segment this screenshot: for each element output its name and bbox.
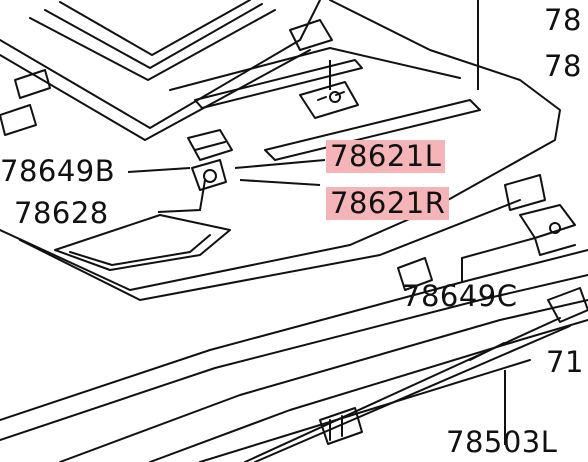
drain-fitting bbox=[547, 287, 588, 323]
label-78628: 78628 bbox=[14, 196, 109, 230]
sunroof-frame-rail-2 bbox=[44, 3, 263, 69]
sunroof-frame-inner bbox=[0, 49, 311, 141]
leader-78621R bbox=[239, 179, 321, 186]
roof-panel-ridge bbox=[169, 47, 461, 91]
label-78621L: 78621L bbox=[326, 140, 446, 173]
roof-panel-inner-1 bbox=[19, 199, 521, 301]
clip-top bbox=[289, 19, 333, 51]
bracket-78649C bbox=[519, 204, 576, 256]
label-top-right-1: 78 bbox=[544, 3, 582, 37]
drain-hose-lower bbox=[254, 325, 571, 462]
roof-well-inner bbox=[69, 234, 211, 266]
side-rail-edge bbox=[59, 299, 588, 462]
lower-clip bbox=[319, 407, 363, 445]
leader-78628 bbox=[157, 179, 206, 213]
roof-panel-slot-1 bbox=[264, 99, 481, 161]
lower-rail-2 bbox=[199, 359, 531, 462]
bracket-right bbox=[504, 174, 546, 211]
left-clip-2 bbox=[14, 69, 51, 99]
drain-hose-coil bbox=[469, 342, 505, 361]
leader-78649B bbox=[127, 167, 191, 173]
leader-78649C bbox=[461, 237, 536, 282]
sunroof-frame-rail-3 bbox=[59, 0, 251, 56]
label-71: 71 bbox=[546, 345, 584, 379]
side-rail-inner bbox=[0, 274, 588, 441]
drain-hose-upper bbox=[244, 317, 561, 462]
lower-rail bbox=[149, 319, 588, 462]
left-clip bbox=[0, 104, 37, 136]
sunroof-frame-outer bbox=[0, 0, 321, 129]
label-78503L: 78503L bbox=[446, 425, 558, 459]
sunroof-frame-rail-1 bbox=[29, 9, 276, 81]
center-clip bbox=[397, 257, 433, 291]
label-78621R: 78621R bbox=[326, 187, 450, 220]
label-78649B: 78649B bbox=[0, 154, 116, 188]
leader-78621L bbox=[234, 159, 326, 169]
bracket-78649B bbox=[187, 129, 233, 161]
fastener-right bbox=[549, 222, 561, 234]
roof-panel-left-edge bbox=[0, 229, 351, 291]
label-78649C: 78649C bbox=[402, 279, 518, 313]
roof-panel-slot-2 bbox=[194, 59, 363, 109]
side-rail-outer bbox=[0, 249, 588, 421]
roof-well bbox=[54, 214, 231, 271]
bracket-78628 bbox=[191, 159, 227, 191]
label-top-right-2: 78 bbox=[544, 49, 582, 83]
fastener-upper bbox=[329, 91, 341, 103]
fastener-78628 bbox=[203, 169, 217, 183]
